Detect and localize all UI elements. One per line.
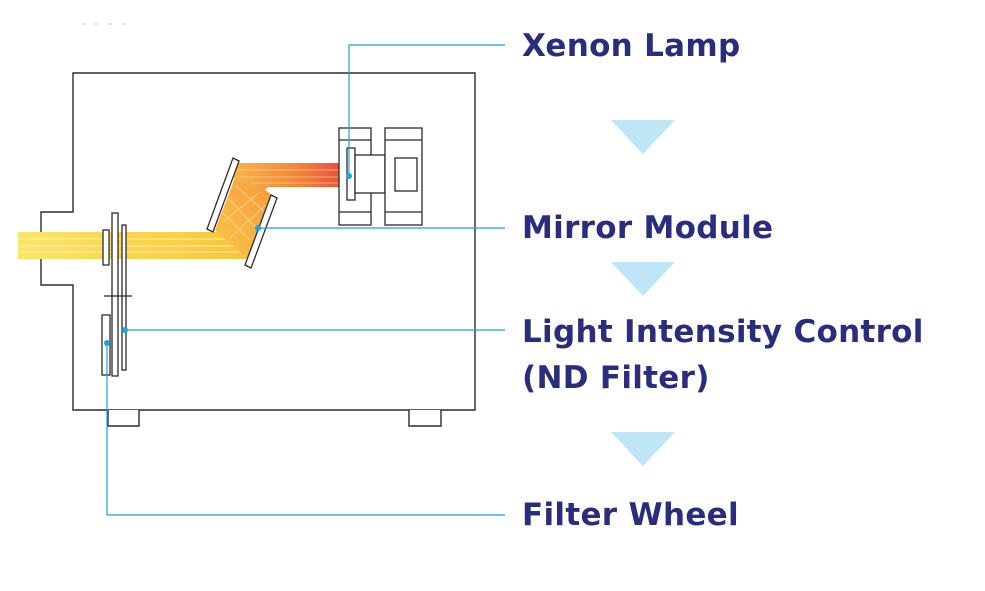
label-nd-filter: Light Intensity Control (ND Filter) — [522, 309, 924, 401]
leader-xenon-lamp — [348, 44, 505, 176]
label-filter-wheel: Filter Wheel — [522, 497, 739, 533]
nd-filter-plate-rear — [121, 224, 127, 371]
label-xenon-lamp: Xenon Lamp — [522, 28, 741, 64]
leader-filter-wheel — [106, 343, 505, 516]
dot-mirror-module — [255, 225, 261, 231]
lower-mirror — [244, 194, 278, 269]
nd-filter-plate — [111, 212, 119, 377]
label-nd-filter-line2: (ND Filter) — [522, 360, 710, 396]
lamp-beam — [229, 163, 345, 195]
down-arrow-icon — [611, 432, 675, 466]
leader-dots — [104, 173, 352, 346]
dot-xenon-lamp — [346, 173, 352, 179]
output-beam — [18, 232, 248, 259]
mirror-module-optics — [206, 157, 278, 269]
housing-foot-right — [408, 410, 442, 427]
down-arrow-icon — [611, 120, 675, 154]
flow-arrows — [611, 120, 675, 466]
dot-filter-wheel — [104, 340, 110, 346]
down-arrow-icon — [611, 262, 675, 296]
leader-lines — [106, 44, 505, 516]
housing-foot-left — [107, 410, 140, 427]
upper-mirror — [206, 157, 240, 233]
label-mirror-module: Mirror Module — [522, 210, 774, 246]
dot-nd-filter — [122, 327, 128, 333]
label-nd-filter-line1: Light Intensity Control — [522, 314, 924, 350]
xenon-lamp-assembly — [338, 127, 423, 226]
nd-filter-assembly — [102, 212, 132, 377]
